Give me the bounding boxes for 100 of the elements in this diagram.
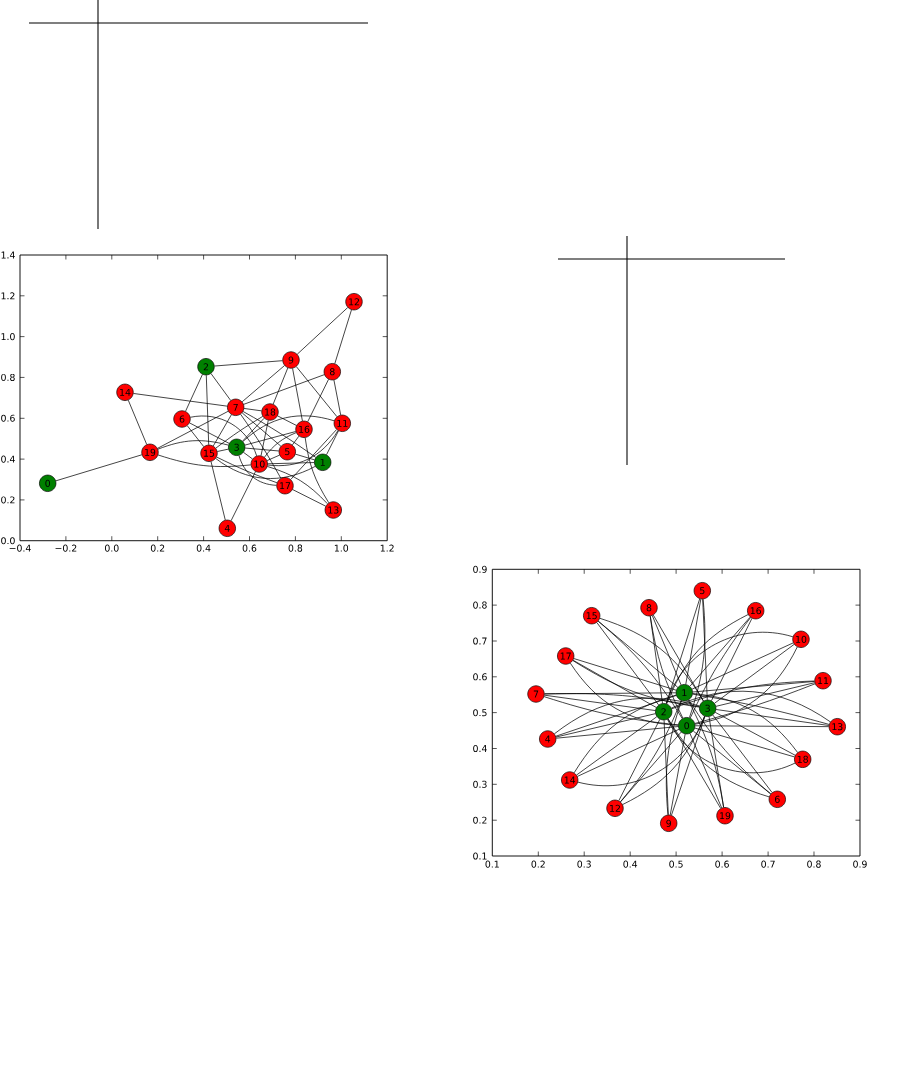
- graph-edge: [577, 715, 706, 787]
- graph-edge: [272, 367, 289, 405]
- graph-edge: [266, 454, 280, 461]
- graph-edge: [669, 733, 686, 816]
- graph-edge: [242, 417, 265, 442]
- graph-edge: [715, 682, 816, 707]
- tick-label: 0.8: [807, 860, 821, 868]
- graph-edge: [663, 719, 669, 816]
- graph-edge: [277, 415, 297, 426]
- tick-label: 0.1: [485, 860, 499, 868]
- graph-edge: [689, 617, 751, 719]
- tick-label: 0.2: [473, 816, 487, 824]
- graph-edge: [689, 616, 751, 687]
- graph-edge: [216, 456, 278, 484]
- graph-edge: [190, 415, 258, 457]
- graph-edge: [692, 693, 798, 753]
- tick-label: 1.2: [1, 292, 15, 300]
- graph-edge: [570, 662, 679, 726]
- graph-edge: [55, 454, 143, 482]
- graph-edge: [127, 399, 148, 445]
- tick-label: −0.2: [55, 544, 77, 552]
- graph-edge: [205, 374, 210, 446]
- graph-edge: [651, 615, 682, 686]
- tick-label: 0.4: [473, 745, 487, 753]
- graph-edge: [685, 598, 702, 685]
- graph-edge: [573, 694, 677, 774]
- graph-edge: [665, 631, 794, 704]
- graph-edge: [667, 718, 770, 798]
- graph-edge: [244, 431, 297, 446]
- graph-edge: [665, 700, 682, 816]
- graph-edge: [687, 699, 724, 808]
- graph-edge: [304, 437, 330, 504]
- tick-label: −0.4: [9, 544, 31, 552]
- graph-edge: [667, 719, 796, 773]
- graph-edge: [238, 455, 277, 486]
- tick-label: 0.7: [473, 637, 487, 645]
- graph-edge: [554, 697, 700, 735]
- graph-edge: [240, 413, 282, 479]
- graph-edge: [576, 716, 658, 776]
- graph-edge: [694, 646, 798, 725]
- tick-label: 0.7: [761, 860, 775, 868]
- graph-edge: [555, 713, 656, 738]
- tick-label: 1.0: [1, 333, 15, 341]
- graph-edge: [620, 700, 682, 803]
- graph-edge: [157, 440, 229, 450]
- graph-edge: [714, 644, 795, 704]
- graph-edge: [292, 368, 303, 422]
- tick-label: 0.8: [473, 601, 487, 609]
- tick-label: 0.8: [288, 544, 303, 552]
- tick-label: 0.4: [623, 860, 638, 868]
- graph-edge: [544, 694, 656, 711]
- graph-edge: [215, 458, 316, 479]
- tick-label: 0.6: [473, 673, 487, 681]
- tick-label: 0.2: [531, 860, 545, 868]
- graph-edge: [215, 416, 264, 449]
- graph-edge: [596, 622, 659, 706]
- graph-edge: [572, 659, 657, 708]
- tick-label: 0.5: [473, 709, 487, 717]
- graph-edge: [186, 425, 205, 447]
- tick-label: 0.2: [150, 544, 165, 552]
- graph-edge: [290, 429, 337, 480]
- graph-edge: [715, 709, 830, 726]
- graph-edge: [694, 727, 795, 758]
- graph-edge: [242, 415, 335, 442]
- graph-edge: [671, 690, 831, 723]
- graph-edge: [667, 718, 722, 809]
- tick-label: 0.4: [196, 544, 211, 552]
- tick-label: 0.6: [1, 414, 15, 422]
- graph-edge: [244, 447, 280, 452]
- graph-edge: [296, 307, 349, 355]
- graph-edge: [214, 360, 283, 367]
- graph-edge: [694, 683, 816, 724]
- graph-edge: [671, 680, 815, 710]
- graph-edge: [210, 461, 226, 521]
- tick-label: 0.3: [473, 780, 487, 788]
- graph-edge: [292, 435, 300, 446]
- graph-edge: [649, 615, 663, 704]
- graph-edge: [711, 618, 753, 701]
- tick-label: 0.0: [105, 544, 119, 552]
- graph-edge: [694, 725, 830, 727]
- graph-edge: [212, 414, 232, 447]
- tick-label: 0.6: [715, 860, 729, 868]
- graph-edge: [666, 614, 749, 705]
- tick-label: 0.1: [473, 852, 487, 860]
- graph-edge: [714, 711, 796, 756]
- graph-edge: [326, 430, 339, 456]
- graph-edge: [260, 420, 269, 456]
- tick-label: 0.3: [577, 860, 591, 868]
- tick-label: 1.4: [1, 251, 15, 259]
- graph-edge: [185, 374, 203, 412]
- graph-edge: [189, 422, 230, 444]
- graph-edge: [210, 373, 232, 401]
- graph-edge: [241, 365, 285, 403]
- graph-edge: [267, 466, 328, 505]
- graph-edge: [243, 408, 262, 412]
- graph-edge: [577, 728, 680, 777]
- graph-edge: [333, 379, 342, 416]
- graph-edge: [267, 462, 315, 465]
- tick-label: 1.0: [334, 544, 349, 552]
- graph-edge: [216, 448, 229, 452]
